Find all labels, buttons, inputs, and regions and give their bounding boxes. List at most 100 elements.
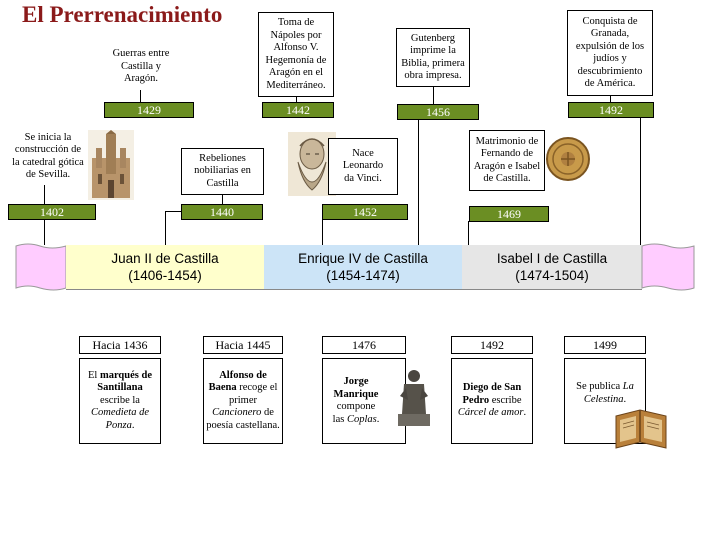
event-napoles: Toma de Nápoles por Alfonso V. Hegemonía… [258,12,334,97]
event-baena: Alfonso de Baena recoge el primer Cancio… [203,358,283,444]
text-line: imprime la [410,45,456,56]
connector-rebeliones [222,195,223,205]
year-1440: 1440 [181,204,263,220]
work-title: Cancionero [212,407,262,419]
text-line: judíos y [593,53,627,64]
author-name: Alfonso de Baena [208,369,267,394]
text-part: de poesía castellana. [206,407,280,431]
year-1499: 1499 [564,336,646,354]
year-1429: 1429 [104,102,194,118]
coin-icon [546,137,590,181]
text-line: Fernando de [480,148,534,159]
year-1402: 1402 [8,204,96,220]
text-line: expulsión de los [575,40,645,52]
reign-juan: Juan II de Castilla (1406-1454) [66,245,264,289]
cathedral-icon [88,130,134,200]
event-santillana: El marqués de Santillana escribe la Come… [79,358,161,444]
year-1456: 1456 [397,104,479,120]
event-matrimonio: Matrimonio de Fernando de Aragón e Isabe… [469,130,545,191]
scroll-left-icon [15,243,67,291]
event-sevilla: Se inicia la construcción de la catedral… [8,128,88,185]
text-line: Castilla y [121,60,161,72]
work-title: Comedieta de Ponza [90,407,150,431]
event-manrique: Jorge Manrique compone las Coplas. [322,358,406,444]
connector-sevilla [44,185,45,205]
text-line: Conquista de [582,15,638,27]
text-line: Aragón. [123,73,159,85]
event-rebeliones: Rebeliones nobiliarias en Castilla [181,148,264,195]
text-line: Alfonso V. [273,42,319,53]
text-line: Aragón e Isabel [473,160,541,172]
book-icon [615,409,667,449]
reign-isabel: Isabel I de Castilla (1474-1504) [462,245,642,289]
connector-gutenberg-down [418,118,419,245]
reign-dates: (1454-1474) [326,268,400,283]
text-line: Nace Leonardo [342,147,384,172]
author-name: Diego de San Pedro [462,382,522,406]
text-line: Biblia, primera [401,57,465,69]
text-line: nobiliarias en [194,165,251,177]
text-line: Rebeliones [199,152,246,164]
event-text: Alfonso de Baena recoge el primer Cancio… [206,370,280,433]
author-name: marqués de Santillana [97,369,152,394]
connector-1440-b [165,211,181,212]
connector-1452-a [322,211,323,245]
text-line: construcción de [14,144,82,155]
year-text: Hacia 1445 [215,337,271,352]
event-text: Diego de San Pedro escribe Cárcel de amo… [454,382,530,420]
text-line: la catedral gótica [12,156,84,168]
text-line: Granada, [590,28,630,39]
text-line: Mediterráneo. [266,79,326,91]
text-line: Matrimonio de [475,135,539,147]
work-title: Coplas [346,413,377,425]
band-bottom-line [66,289,642,290]
text-line: Aragón en el [268,67,324,78]
text-line: obra impresa. [404,70,462,81]
text-line: Guerras entre [112,48,170,60]
text-part: . [523,407,527,419]
year-1492-top: 1492 [568,102,654,118]
event-granada: Conquista de Granada, expulsión de los j… [567,10,653,96]
year-text: Hacia 1436 [92,337,148,352]
author-name: Jorge Manrique [333,376,379,400]
text-line: Toma de [277,17,315,28]
text-part: compone las [332,401,376,425]
year-1452: 1452 [322,204,408,220]
text-part: escribe la [100,394,140,406]
reign-name: Enrique IV de Castilla [298,251,428,266]
text-part: Se publica [576,381,623,392]
event-sanpedro: Diego de San Pedro escribe Cárcel de amo… [451,358,533,444]
connector-granada [610,96,611,102]
year-hacia-1436: Hacia 1436 [79,336,161,354]
connector-1440-a [165,211,166,245]
reign-enrique: Enrique IV de Castilla (1454-1474) [264,245,462,289]
connector-gutenberg [433,87,434,104]
connector-1402-down [44,219,45,245]
work-title: Cárcel de amor [457,407,524,419]
text-line: Castilla [206,177,239,189]
year-1442: 1442 [262,102,334,118]
event-gutenberg: Gutenberg imprime la Biblia, primera obr… [396,28,470,87]
text-part: escribe [489,394,522,406]
work-title: La Celestina [583,381,634,405]
reign-dates: (1474-1504) [515,268,589,283]
page-title: El Prerrenacimiento [22,2,223,27]
year-1492-bottom: 1492 [451,336,533,354]
reign-name: Juan II de Castilla [111,251,219,266]
year-text: 1476 [352,337,376,352]
text-part: . [131,419,135,431]
statue-icon [398,370,430,426]
text-line: de América. [584,78,636,89]
text-part: . [623,393,627,405]
event-text: El marqués de Santillana escribe la Come… [82,370,158,433]
text-line: Hegemonía de [265,54,327,66]
text-part: El [88,369,100,381]
event-davinci: Nace Leonardo da Vinci. [328,138,398,195]
event-text: Se publica La Celestina. [567,381,643,406]
event-guerras: Guerras entre Castilla y Aragón. [108,44,174,90]
scroll-right-icon [641,243,695,291]
reign-name: Isabel I de Castilla [496,251,608,266]
year-1476: 1476 [322,336,406,354]
text-line: da Vinci. [344,172,382,184]
text-part: . [376,413,380,425]
